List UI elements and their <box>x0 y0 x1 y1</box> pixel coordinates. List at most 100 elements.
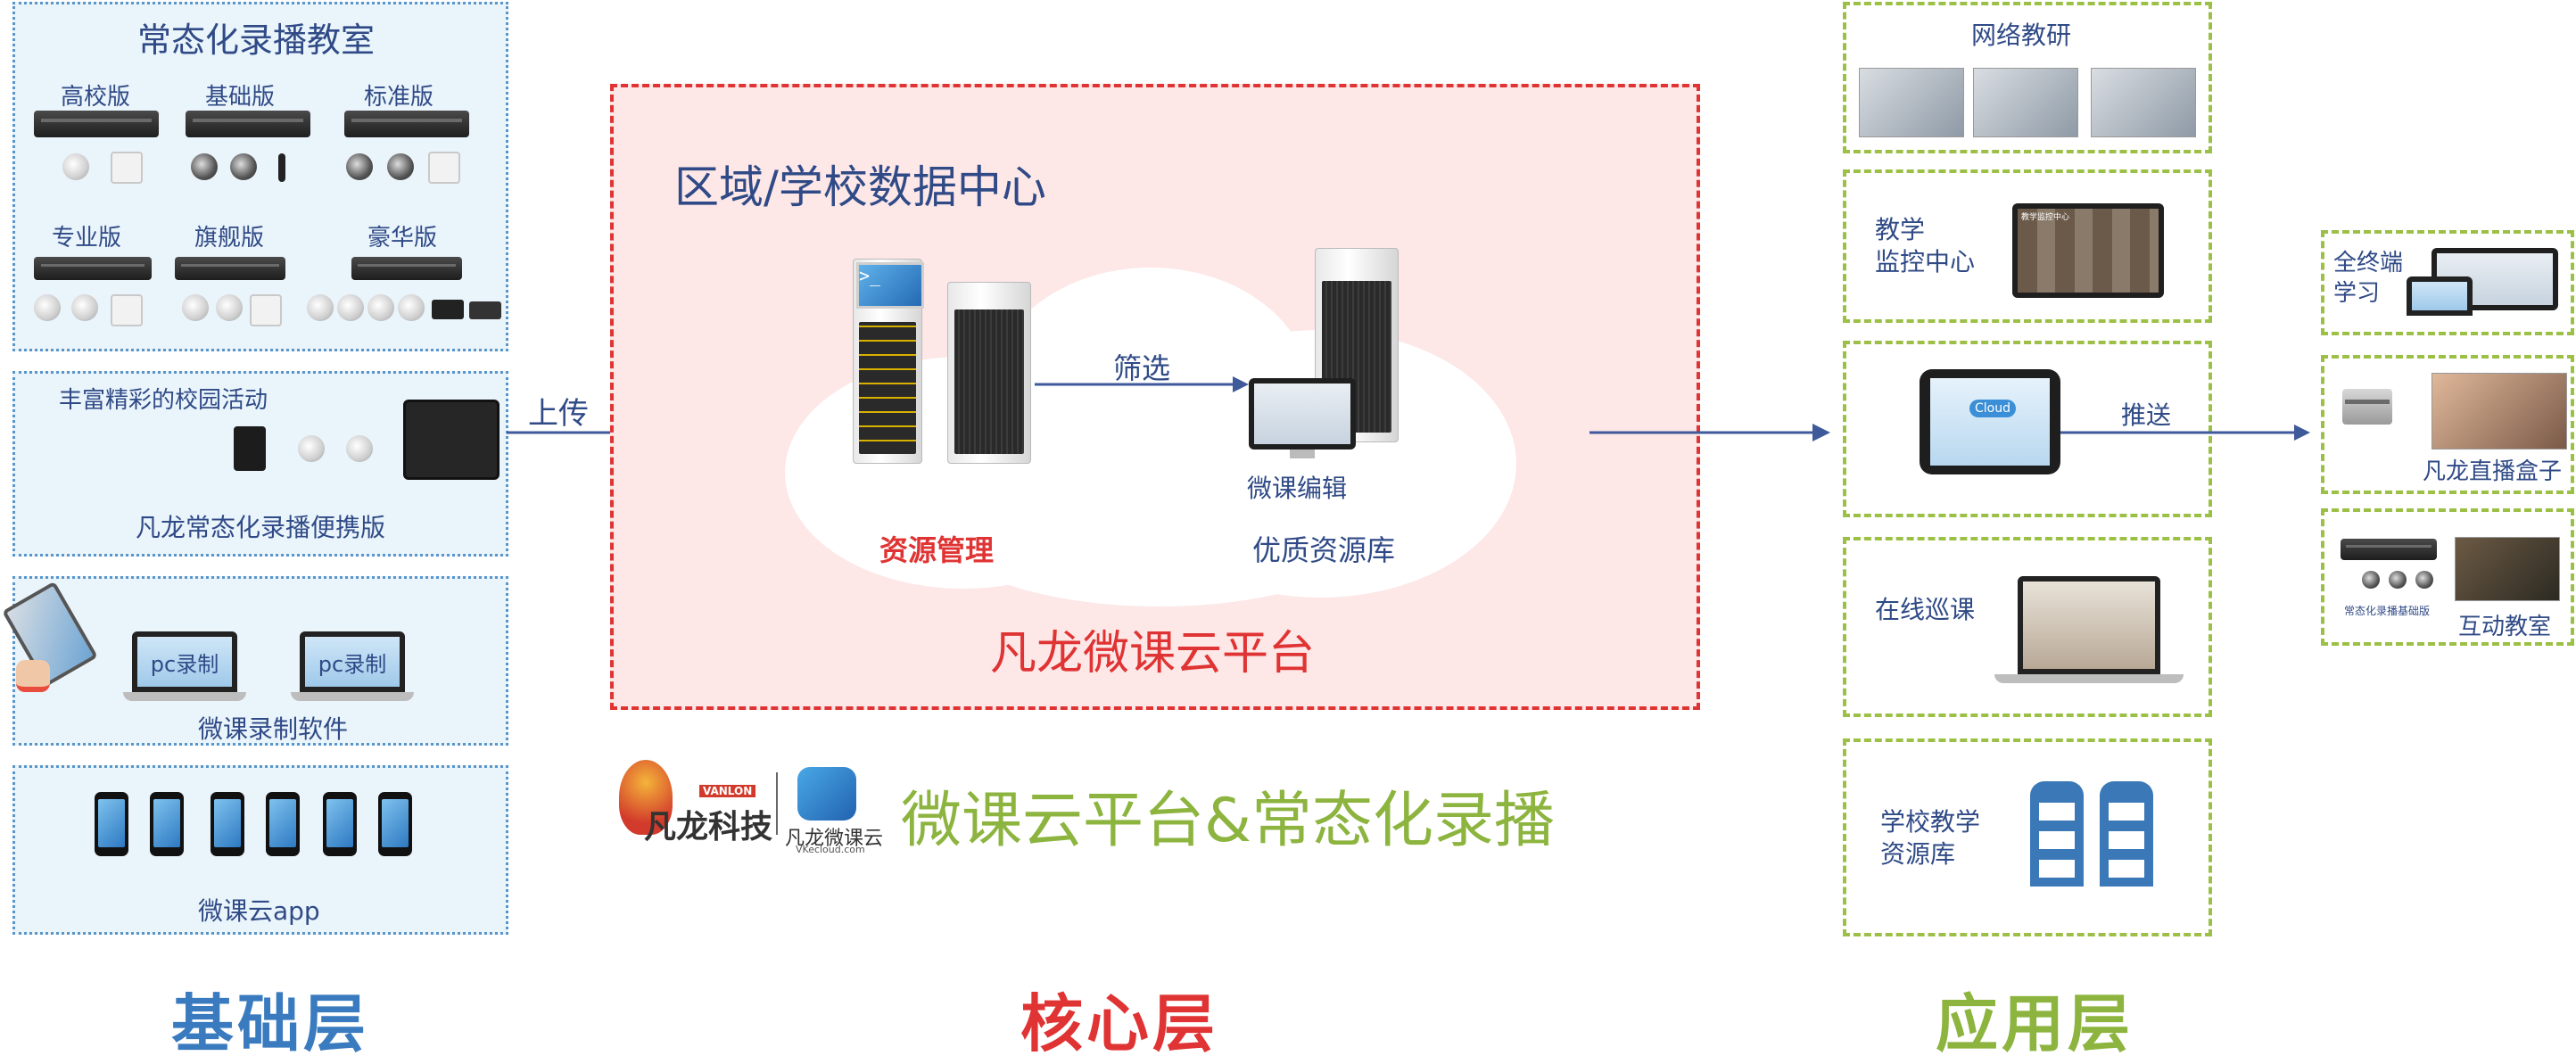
all-terminal-label: 全终端 学习 <box>2333 248 2403 309</box>
file-cabinet-icon <box>2030 781 2084 887</box>
monitor-heading: 教学监控中心 <box>2021 210 2069 222</box>
editing-monitor-icon <box>1249 378 1356 450</box>
quality-library-label: 优质资源库 <box>1252 528 1395 569</box>
recorder-device <box>344 111 469 137</box>
to-app-arrow <box>1589 419 1830 446</box>
edition-label-flagship: 旗舰版 <box>194 219 264 252</box>
app-caption: 微课云app <box>198 892 320 928</box>
vanlon-logo: VANLON 凡龙科技 <box>619 760 771 845</box>
campus-activities-caption: 丰富精彩的校园活动 <box>59 382 268 415</box>
phone-icon <box>95 792 128 856</box>
edition-label-basic: 基础版 <box>205 78 275 111</box>
monitor-stand <box>1290 450 1315 458</box>
family-tv-photo <box>2432 373 2567 450</box>
dome-camera-icon <box>230 153 257 180</box>
patrol-laptop-icon <box>2018 576 2160 674</box>
monitor-tv-icon: 教学监控中心 <box>2012 203 2164 298</box>
dome-camera-icon <box>346 153 373 180</box>
dome-camera-icon <box>191 153 218 180</box>
edition-label-university: 高校版 <box>61 78 130 111</box>
core-layer-title: 核心层 <box>1020 974 1218 1064</box>
camera-icon <box>337 294 364 321</box>
laptop-icon <box>2407 276 2473 316</box>
ptz-camera-icon <box>298 435 325 462</box>
basic-recorder-device <box>2341 539 2437 560</box>
hand-icon <box>16 660 50 692</box>
phone-icon <box>378 792 412 856</box>
tablet-cloud-label: Cloud <box>1969 400 2016 417</box>
wireless-mic-icon <box>234 426 266 471</box>
pc-record-label: pc录制 <box>137 637 232 687</box>
platform-label: 凡龙微课云平台 <box>990 615 1315 682</box>
server-tower-icon <box>947 282 1031 464</box>
switcher-icon <box>432 300 464 319</box>
online-patrol-label: 在线巡课 <box>1875 590 1975 626</box>
software-caption: 微课录制软件 <box>198 710 348 746</box>
phone-icon <box>211 792 244 856</box>
research-photo <box>1973 68 2078 137</box>
pc-record-label: pc录制 <box>305 637 400 687</box>
slogan: 微课云平台&常态化录播 <box>901 771 1555 859</box>
cloud-logo-url: VKecloud.com <box>796 844 865 855</box>
micro-edit-label: 微课编辑 <box>1247 469 1347 505</box>
ptz-camera-icon <box>346 435 373 462</box>
laptop-icon: pc录制 <box>132 631 237 692</box>
filter-arrow <box>1035 371 1249 398</box>
edition-label-professional: 专业版 <box>52 219 121 252</box>
terminal-screen-icon: >_ <box>856 262 924 309</box>
camera-icon <box>34 294 61 321</box>
recorder-device <box>351 257 462 280</box>
edition-label-luxury: 豪华版 <box>367 219 437 252</box>
monitor-center-label: 教学 监控中心 <box>1875 214 1975 278</box>
resource-mgmt-label: 资源管理 <box>879 528 994 569</box>
microphone-icon <box>278 153 285 182</box>
classroom-photo <box>2455 537 2560 601</box>
camera-icon <box>307 294 334 321</box>
research-photo <box>2091 68 2196 137</box>
switcher-icon <box>469 301 501 319</box>
dome-camera-icon <box>387 153 414 180</box>
laptop-icon: pc录制 <box>300 631 405 692</box>
tracking-sensor-icon <box>250 294 282 326</box>
live-box-device <box>2342 389 2392 425</box>
school-library-label: 学校教学 资源库 <box>1880 806 1980 870</box>
camera-icon <box>367 294 394 321</box>
camera-icon <box>2415 571 2433 589</box>
file-cabinet-icon <box>2100 781 2153 887</box>
vanlon-logo-text: 凡龙科技 <box>644 801 772 847</box>
cloud-app-icon <box>797 767 856 821</box>
tracking-sensor-icon <box>111 152 143 184</box>
camera-icon <box>216 294 243 321</box>
recorder-device <box>175 257 285 280</box>
vanlon-badge: VANLON <box>699 785 755 797</box>
camera-icon <box>2389 571 2407 589</box>
phone-icon <box>150 792 184 856</box>
data-center-label: 区域/学校数据中心 <box>674 152 1046 216</box>
base-layer-title: 基础层 <box>171 974 369 1064</box>
laptop-base <box>1994 674 2184 683</box>
camera-icon <box>71 294 98 321</box>
recorder-device <box>34 257 152 280</box>
research-photo <box>1859 68 1964 137</box>
basic-recorder-caption: 常态化录播基础版 <box>2344 603 2430 618</box>
recording-room-title: 常态化录播教室 <box>137 12 375 62</box>
logo-divider <box>776 772 778 835</box>
phone-icon <box>323 792 357 856</box>
laptop-base <box>123 692 246 701</box>
network-research-label: 网络教研 <box>1971 16 2071 52</box>
tracking-sensor-icon <box>428 152 460 184</box>
phone-icon <box>266 792 300 856</box>
recorder-device <box>186 111 310 137</box>
edition-label-standard: 标准版 <box>364 78 433 111</box>
camera-icon <box>2362 571 2380 589</box>
camera-icon <box>182 294 209 321</box>
camera-icon <box>62 153 89 180</box>
push-arrow <box>2060 419 2310 446</box>
camera-icon <box>398 294 425 321</box>
app-layer-title: 应用层 <box>1936 974 2134 1064</box>
tracking-sensor-icon <box>111 294 143 326</box>
portable-edition-caption: 凡龙常态化录播便携版 <box>136 508 385 544</box>
interactive-classroom-label: 互动教室 <box>2458 608 2551 641</box>
recorder-device <box>34 111 159 137</box>
portable-recorder-icon <box>403 400 500 480</box>
